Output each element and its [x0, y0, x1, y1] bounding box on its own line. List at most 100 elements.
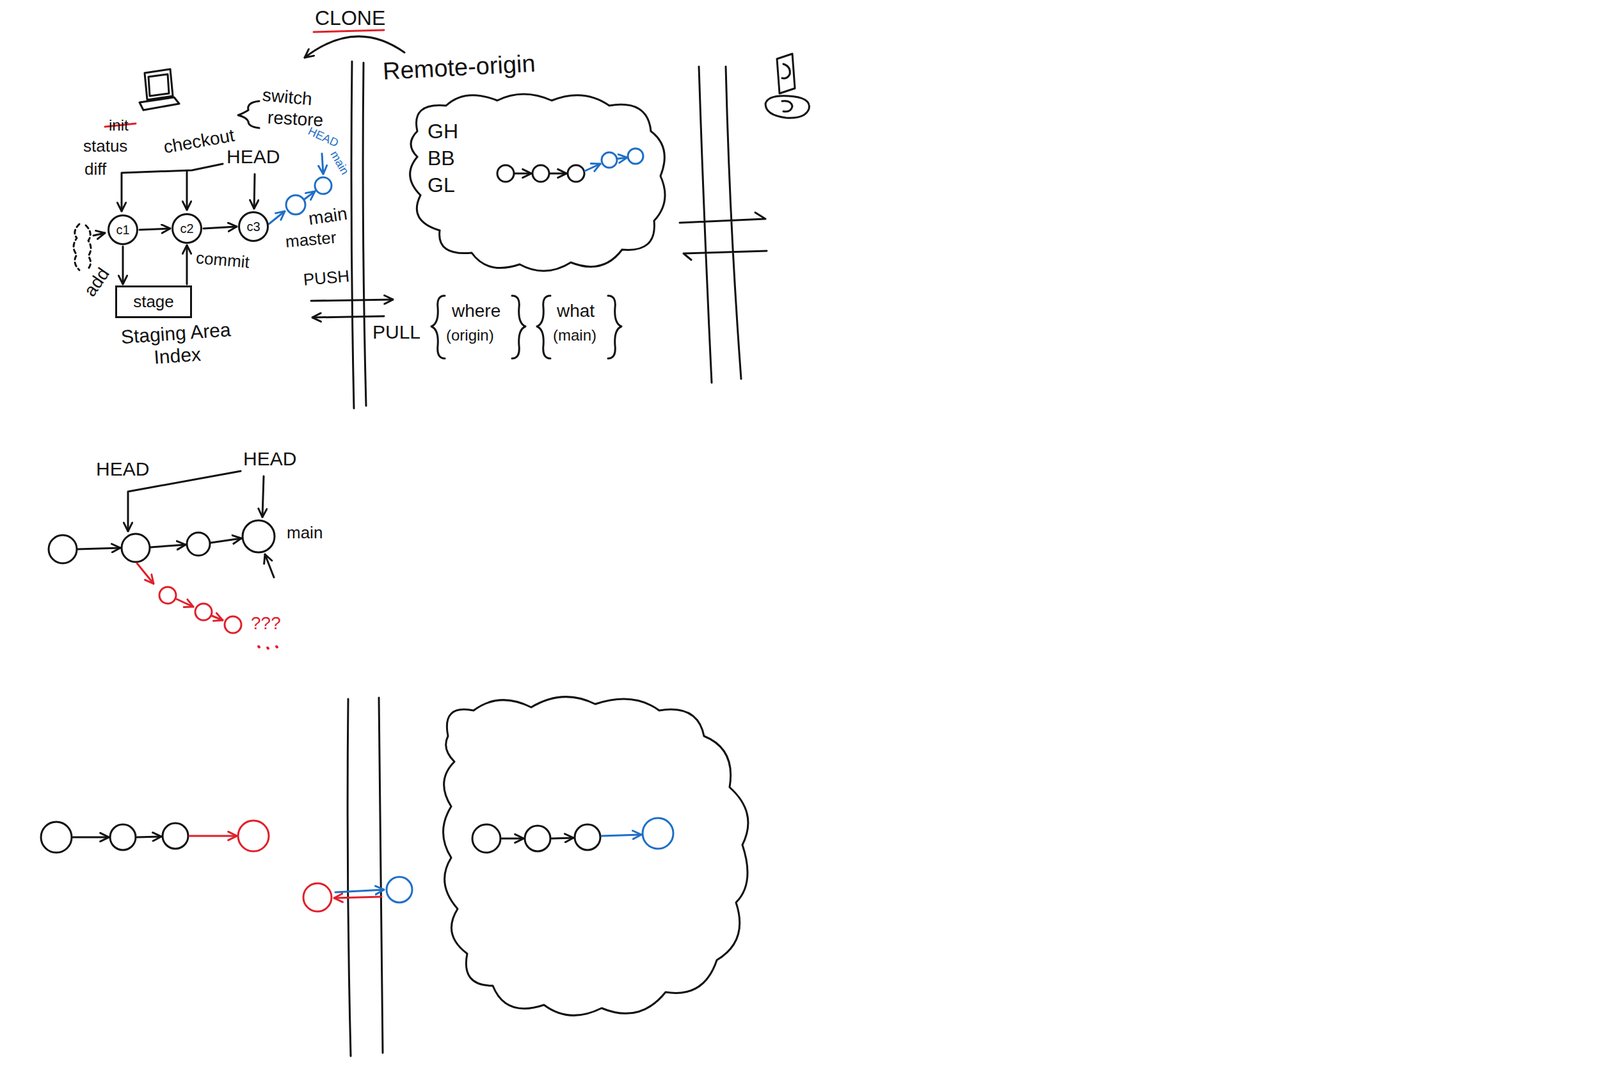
note: (main) — [552, 326, 597, 345]
commit-circle: c1 — [107, 214, 139, 246]
commit-circle: c2 — [171, 213, 203, 244]
head-label: HEAD — [305, 124, 341, 150]
commit-dot — [48, 535, 77, 564]
head-pointer — [262, 476, 264, 518]
commit-dot — [121, 533, 150, 562]
boundary-line — [679, 66, 767, 383]
edge-arrow — [122, 246, 125, 285]
commit-dot — [386, 876, 413, 903]
arrow — [211, 615, 223, 621]
remote-heading: Remote-origin — [382, 49, 537, 86]
commit-dot — [40, 821, 72, 853]
dots — [258, 646, 278, 649]
clone-arrow — [304, 36, 405, 58]
arrow — [189, 835, 237, 838]
arrow — [601, 834, 642, 836]
arrow — [150, 544, 186, 548]
command: checkout — [161, 125, 237, 159]
commit-label: c1 — [115, 222, 130, 238]
push-label: PUSH — [302, 266, 351, 290]
underline — [313, 30, 384, 32]
arrow — [210, 538, 242, 543]
head-label: HEAD — [226, 145, 280, 169]
commit-dot — [601, 152, 617, 168]
head-pointer — [321, 153, 324, 175]
command: init — [108, 116, 129, 135]
commit-dot — [224, 616, 242, 633]
commit-dot — [642, 817, 674, 849]
arrow — [136, 563, 154, 584]
question-marks: ??? — [250, 613, 281, 634]
commit-dot — [303, 883, 332, 912]
brace — [431, 295, 526, 359]
host-name: GH — [427, 119, 459, 144]
head-label: HEAD — [96, 458, 150, 481]
arrow — [549, 172, 567, 175]
head-pointer — [186, 171, 189, 210]
brace — [238, 101, 260, 128]
staging-caption: Staging Area Index — [111, 318, 242, 372]
commit-dot — [567, 165, 585, 182]
branch-label: main — [286, 523, 323, 543]
head-pointer — [121, 163, 223, 212]
push-arrow — [311, 299, 393, 301]
commit-circle: c3 — [238, 211, 269, 242]
commit-dot — [159, 586, 176, 604]
arrow — [176, 599, 194, 607]
command: switch — [261, 85, 313, 111]
arrow — [268, 211, 285, 224]
cloud-outline — [410, 94, 665, 271]
branch-label: main — [327, 148, 352, 177]
arrow — [93, 232, 105, 236]
arrow — [501, 837, 524, 840]
command: status — [83, 136, 128, 157]
note: where — [451, 300, 501, 322]
arrow — [551, 837, 574, 839]
commit-dot — [186, 532, 210, 556]
head-pointer — [128, 471, 241, 532]
arrow — [584, 163, 601, 171]
brace — [536, 295, 622, 359]
head-pointer — [254, 174, 255, 209]
commit-label: c2 — [179, 221, 194, 237]
host-name: BB — [427, 146, 456, 171]
staging-box: stage — [115, 285, 192, 319]
pull-arrow — [312, 316, 384, 318]
commit-dot — [574, 824, 601, 850]
note: what — [556, 300, 595, 322]
computer-icon — [765, 53, 809, 118]
commit-label: c3 — [246, 219, 260, 235]
boundary-line — [347, 697, 383, 1056]
commit-dot — [238, 820, 269, 852]
commit-dot — [627, 148, 644, 164]
commit-dot — [286, 195, 306, 215]
pull-label: PULL — [372, 321, 421, 344]
arrow — [514, 172, 532, 175]
commit-dot — [110, 824, 136, 850]
arrow — [617, 157, 628, 159]
commit-dot — [497, 165, 514, 182]
commit-dot — [532, 165, 550, 182]
arrow — [136, 836, 162, 838]
note: (origin) — [446, 326, 495, 345]
edge-arrow — [139, 228, 171, 230]
branch-label: master — [284, 228, 338, 253]
arrow — [335, 889, 384, 893]
head-label: HEAD — [243, 448, 297, 471]
branch-label: main — [307, 203, 349, 230]
edge-arrow — [186, 245, 189, 285]
commit-dot — [472, 824, 501, 853]
laptop-icon — [139, 69, 180, 111]
arrow — [72, 836, 109, 839]
commit-dot — [314, 177, 332, 194]
boundary-line — [351, 61, 367, 409]
commit-dot — [195, 603, 212, 621]
commit-dot — [162, 823, 189, 849]
remote-cloud — [443, 696, 749, 1016]
commit-dot — [242, 520, 275, 553]
host-name: GL — [427, 173, 456, 198]
command: diff — [84, 160, 107, 180]
branch-pointer — [264, 554, 274, 578]
arrow — [77, 547, 121, 550]
title-word: CLONE — [314, 6, 386, 31]
